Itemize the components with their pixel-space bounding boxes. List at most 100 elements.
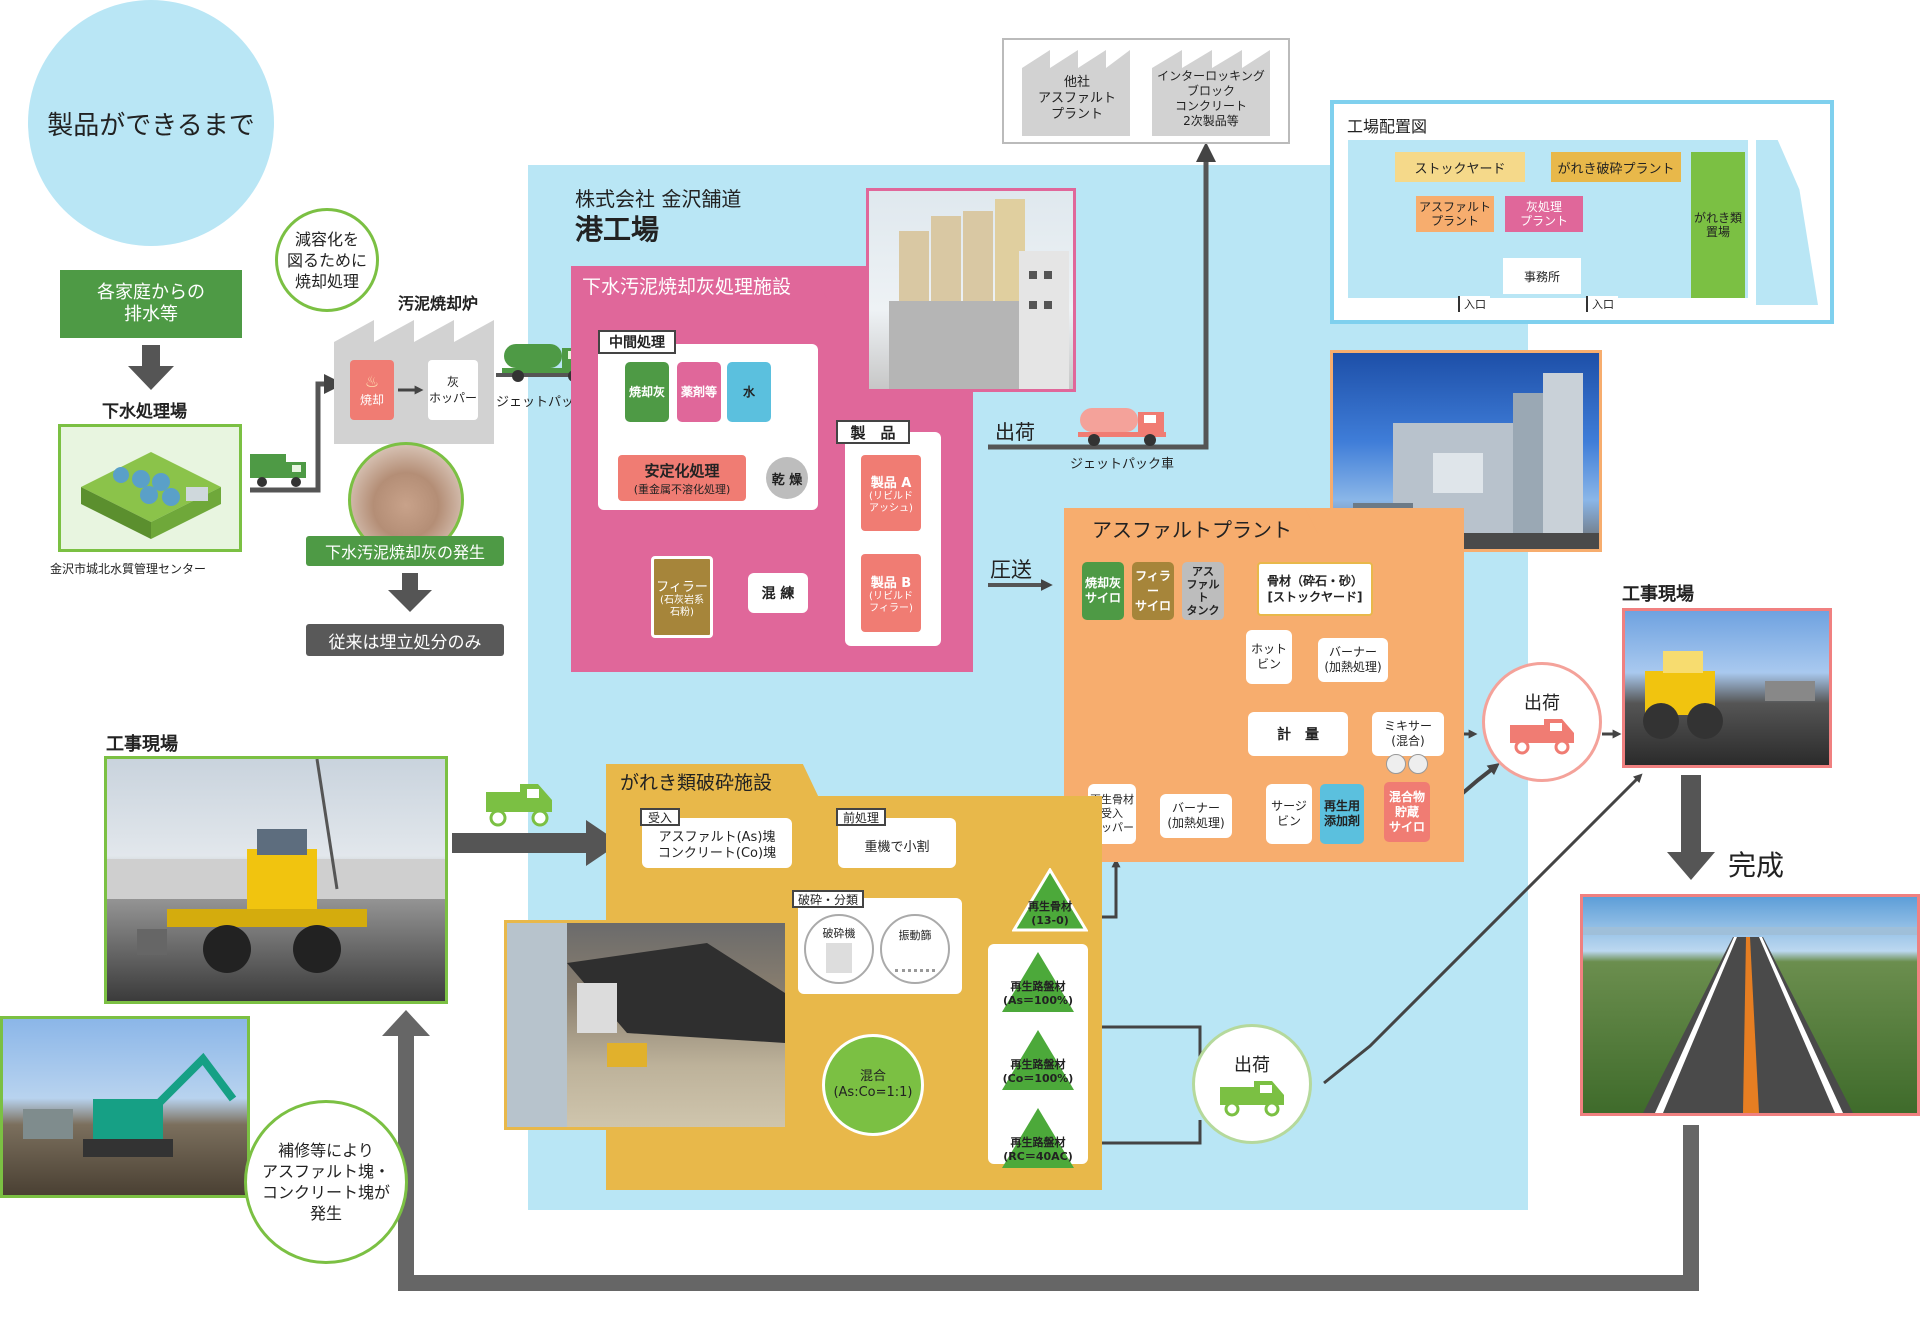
recycled-agg-triangle [1012,868,1088,932]
intermediate-label: 中間処理 [598,330,676,354]
screen-machine: 振動篩 [880,914,950,984]
other-plant-factory-2 [1152,50,1270,136]
crusher-machine: 破砕機 [804,914,874,984]
ash-facility-title: 下水汚泥焼却灰処理施設 [582,276,792,298]
truck-icon-red [1510,719,1574,755]
other-plant-factory-1 [1022,50,1130,136]
site-label-2: 工事現場 [1622,584,1694,605]
burner-1: バーナー (加熱処理) [1318,638,1388,682]
ash-generated-box: 下水汚泥焼却灰の発生 [306,536,504,566]
layout-entrance-2: 入口 [1586,296,1618,312]
excavator-illustration [23,1052,237,1157]
arrowhead-household [128,366,174,390]
layout-crusher: がれき破砕プラント [1551,152,1681,182]
rubble-facility-tab [606,764,820,800]
pretreat-text: 重機で小割 [864,839,930,855]
jetpack-truck-icon-2 [1078,408,1166,446]
receive-text: アスファルト(As)塊 コンクリート(Co)塊 [657,830,777,861]
receive-panel [642,818,792,868]
product-b-box: 製品 B (リビルド フィラー) [861,554,921,632]
base3-triangle [1002,1108,1074,1168]
product-a-box: 製品 A (リビルド アッシュ) [861,455,921,531]
dry-circle: 乾 燥 [766,457,808,499]
layout-title: 工場配置図 [1347,117,1428,136]
surge-bin: サージ ビン [1266,784,1312,844]
site-label-1: 工事現場 [106,734,178,755]
crusher-icon [826,943,852,973]
households-box: 各家庭からの 排水等 [60,270,242,338]
base1-triangle [1002,952,1074,1012]
knead-box: 混 練 [748,573,808,613]
ash-silo: 焼却灰 サイロ [1082,562,1124,620]
excavator-photo [0,1016,250,1198]
mixer-box: ミキサー (混合) [1372,712,1444,756]
hot-bin: ホット ビン [1246,630,1292,684]
plant-name: 港工場 [575,213,660,246]
base2-label: 再生路盤材 (Co＝100%) [1002,1058,1074,1085]
measure-box: 計 量 [1248,712,1348,756]
filler-silo: フィラー サイロ [1132,562,1174,620]
products-label: 製 品 [836,420,910,444]
layout-rubble-yard: がれき類 置場 [1691,152,1745,298]
complete-label: 完成 [1728,849,1785,882]
other-plant-label: 他社 アスファルト プラント [1037,75,1116,122]
pretreat-panel [838,818,956,868]
ash-facility-tab [571,266,828,300]
interlocking-label: インターロッキング ブロック コンクリート 2次製品等 [1157,69,1265,128]
asphalt-tank: アス ファルト タンク [1182,562,1224,620]
incinerator-label: 汚泥焼却炉 [398,294,479,313]
truck-icon-1 [250,454,306,487]
asphalt-plant-tab [1064,508,1326,550]
roller-illustration [1643,651,1815,739]
layout-office: 事務所 [1503,258,1581,294]
screen-icon [895,947,935,972]
complete-photo [1580,894,1920,1116]
sewage-plant-illustration [81,452,221,539]
grader-illustration [107,759,445,973]
arrow-sewage-to-incinerator [250,374,344,493]
layout-ash-plant: 灰処理 プラント [1505,196,1583,232]
landfill-box: 従来は埋立処分のみ [306,624,504,656]
site-photo-1 [104,756,448,1004]
recycled-agg-label: 再生骨材 (13-0) [1028,900,1072,927]
mixer-wheels [1386,754,1430,774]
line-ship-up [988,142,1216,450]
layout-asphalt: アスファルト プラント [1416,196,1494,232]
flame-icon: ♨ [364,372,380,391]
layout-entrance-1: 入口 [1458,296,1490,312]
facility-photo [866,188,1076,392]
page-title: 製品ができるまで [47,110,255,141]
pressure-label: 圧送 [990,558,1032,582]
burn-to-hopper-arrow [398,385,424,395]
arrow-return-loop [398,1030,1699,1291]
receive-label: 受入 [640,808,680,826]
water-box: 水 [727,362,771,422]
burn-box: ♨ 焼却 [350,360,394,420]
truck-icon-green [486,784,552,827]
ash-box: 焼却灰 [625,362,669,422]
asphalt-plant-title: アスファルトプラント [1092,518,1292,542]
ash-hopper-box: 灰 ホッパー [428,360,478,420]
ship-circle-green: 出荷 [1192,1024,1312,1144]
layout-stockyard: ストックヤード [1395,152,1525,182]
rubble-photo [504,920,788,1130]
ship-circle-red: 出荷 [1482,662,1602,782]
repair-circle: 補修等により アスファルト塊・ コンクリート塊が 発生 [244,1100,408,1264]
jetpack-label-2: ジェットパック車 [1070,457,1175,472]
pretreat-label: 前処理 [836,808,886,826]
sewage-plant-label: 下水処理場 [102,402,187,422]
volume-reduce-circle: 減容化を 図るために 焼却処理 [275,208,379,312]
sewage-center-label: 金沢市城北水質管理センター [50,562,207,576]
crush-sort-label: 破砕・分類 [792,890,864,908]
chemicals-box: 薬剤等 [677,362,721,422]
rubble-facility-title: がれき類破砕施設 [620,772,773,794]
mix-circle: 混合 (As:Co=1:1) [822,1034,924,1136]
rubble-yard-illustration [507,923,785,1127]
layout-road [1348,298,1748,306]
ship-label-1: 出荷 [995,420,1035,444]
aggregate-box: 骨材（砕石・砂） [ストックヤード] [1257,562,1373,616]
filler-box: フィラー (石灰岩系 石粉) [651,556,713,638]
mix-silo: 混合物 貯蔵 サイロ [1384,782,1430,842]
sewage-plant-image [58,424,242,552]
base2-triangle [1002,1030,1074,1090]
